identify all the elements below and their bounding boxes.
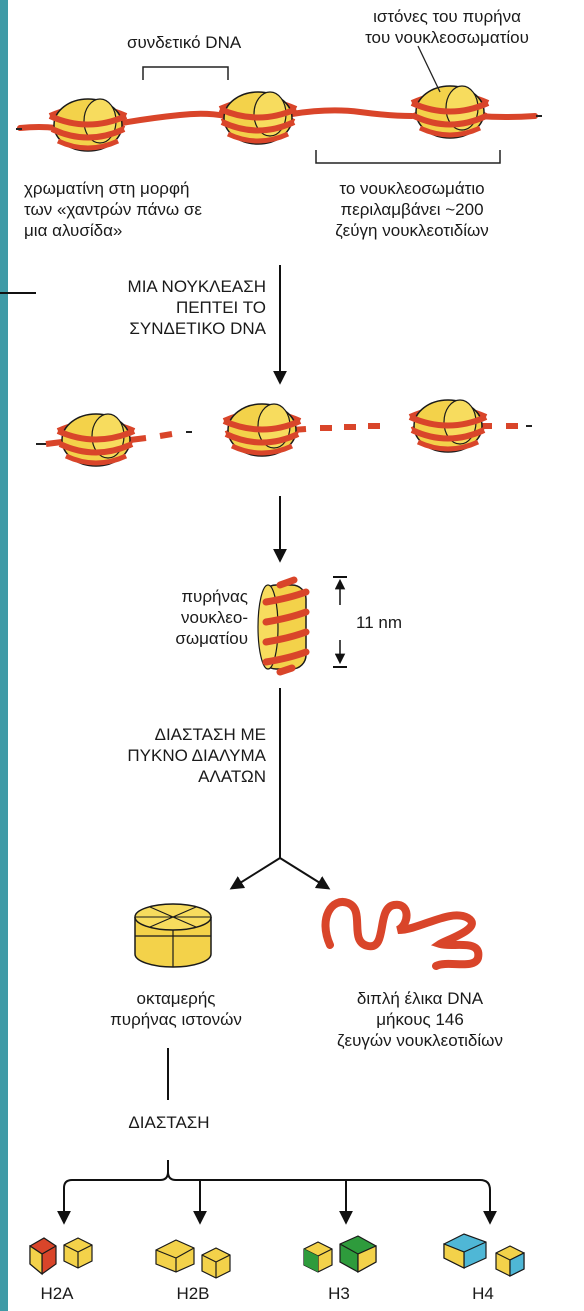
histone-octamer-core	[135, 904, 211, 967]
salt-step-label: ΔΙΑΣΤΑΣΗ ΜΕ ΠΥΚΝΟ ΔΙΑΛΥΜΑ ΑΛΑΤΩΝ	[40, 724, 266, 787]
linker-dna-bracket	[143, 67, 228, 80]
octamer-label: οκταμερής πυρήνας ιστονών	[78, 988, 274, 1030]
chromatin-beads-on-string	[16, 86, 542, 151]
digested-bead-3	[410, 400, 486, 452]
dna-double-helix-strand	[325, 902, 478, 966]
dissociation-step-label: ΔΙΑΣΤΑΣΗ	[84, 1112, 254, 1133]
beads-on-string-label: χρωματίνη στη μορφή των «χαντρών πάνω σε…	[24, 178, 202, 241]
nucleosome-core	[258, 580, 306, 672]
digested-chromatin	[36, 400, 532, 466]
nuclease-step-label: ΜΙΑ ΝΟΥΚΛΕΑΣΗ ΠΕΠΤΕΙ ΤΟ ΣΥΝΔΕΤΙΚΟ DNA	[40, 276, 266, 339]
histone-label-h2a: H2A	[22, 1284, 92, 1304]
nucleosome-core-label: πυρήνας νουκλεο- σωματίου	[100, 586, 248, 649]
histone-label-h3: H3	[304, 1284, 374, 1304]
histone-h2b-dimer	[156, 1240, 230, 1278]
histone-label-h4: H4	[448, 1284, 518, 1304]
split-arrow-right	[280, 858, 328, 888]
histone-pointer-line	[418, 46, 440, 92]
histone-label-h2b: H2B	[158, 1284, 228, 1304]
nucleosome-bead-2	[220, 92, 296, 144]
nucleosome-repeat-bracket	[316, 150, 500, 163]
digested-bead-2	[224, 404, 300, 456]
histone-h4-dimer	[444, 1234, 524, 1276]
histone-h3-dimer	[304, 1236, 376, 1272]
linker-dna-label: συνδετικό DNA	[127, 32, 241, 53]
size-dimension-marker	[333, 577, 347, 667]
digested-bead-1	[58, 414, 134, 466]
nucleosome-bead-3	[412, 86, 488, 138]
size-label: 11 nm	[356, 612, 402, 633]
nucleosome-bp-label: το νουκλεοσωμάτιο περιλαμβάνει ~200 ζεύγ…	[292, 178, 532, 241]
dna-helix-label: διπλή έλικα DNA μήκους 146 ζευγών νουκλε…	[286, 988, 554, 1051]
nucleosome-bead-1	[50, 99, 126, 151]
histone-h2a-dimer	[30, 1238, 92, 1274]
histone-tree-arrows	[64, 1160, 490, 1222]
core-histones-label: ιστόνες του πυρήνα του νουκλεοσωματίου	[320, 6, 574, 48]
split-arrow-left	[232, 858, 280, 888]
